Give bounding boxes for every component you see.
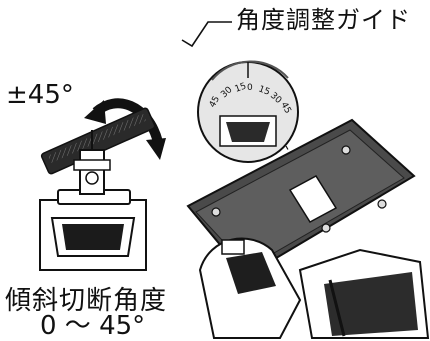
- angle-guide-label: 角度調整ガイド: [236, 6, 411, 34]
- screw-icon: [341, 145, 351, 155]
- tilt-angle-label: ±45°: [6, 80, 74, 110]
- guide-leader-line: [181, 21, 232, 48]
- saw-body-side-view: [198, 237, 430, 339]
- screw-icon: [377, 199, 387, 209]
- tilted-base-plate: [40, 107, 156, 175]
- dial-tick-15-right: 15: [257, 84, 271, 97]
- base-plate: [186, 118, 416, 278]
- dial-tick-45-left: 45: [208, 95, 222, 110]
- dial-tick-45-right: 45: [278, 101, 292, 116]
- bevel-angle-title: 傾斜切断角度: [5, 286, 168, 316]
- saw-body-front-view: [39, 130, 147, 271]
- screw-icon: [211, 207, 221, 217]
- tilt-arrow-icon: [84, 98, 166, 160]
- dial-tick-15-left: 15: [234, 82, 248, 95]
- screw-icon: [321, 223, 331, 233]
- angle-guide-dial: 45 30 15 0 15 30 45: [197, 60, 299, 163]
- dial-tick-0: 0: [247, 83, 253, 93]
- bevel-angle-range: 0 ～ 45°: [40, 311, 146, 341]
